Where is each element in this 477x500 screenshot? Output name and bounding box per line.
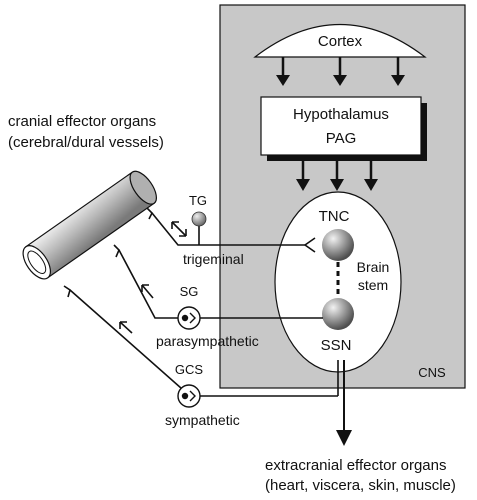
cranial-organs-title-line2: (cerebral/dural vessels): [8, 134, 164, 151]
extracranial-title-line1: extracranial effector organs: [265, 457, 447, 474]
ssn-label: SSN: [321, 337, 352, 354]
hypothalamus-box: [260, 96, 422, 156]
brain-stem-label-line1: Brain: [357, 259, 390, 275]
sg-dot: [181, 314, 189, 322]
sg-label: SG: [180, 284, 199, 299]
extracranial-arrow: [336, 360, 352, 446]
sg-ganglion: [177, 306, 201, 330]
gcs-ganglion: [177, 384, 201, 408]
gcs-dot: [181, 392, 189, 400]
cortex-label: Cortex: [318, 33, 363, 50]
gcs-synapse: [189, 390, 196, 402]
hypothalamus-arrows: [296, 161, 378, 191]
cortex-dome: [253, 24, 427, 58]
tg-node: [191, 211, 207, 227]
parasympathetic-label: parasympathetic: [156, 333, 259, 349]
trigeminal-label: trigeminal: [183, 251, 244, 267]
cns-label: CNS: [418, 365, 446, 380]
extracranial-title-line2: (heart, viscera, skin, muscle): [265, 477, 456, 494]
sympathetic-label: sympathetic: [165, 412, 240, 428]
hypothalamus-label: Hypothalamus: [293, 106, 389, 123]
ssn-node: [322, 298, 354, 330]
pag-label: PAG: [326, 130, 357, 147]
gcs-label: GCS: [175, 362, 204, 377]
tg-label: TG: [189, 193, 207, 208]
vessel-tube: [22, 170, 158, 280]
brain-stem-label-line2: stem: [358, 277, 388, 293]
tnc-label: TNC: [319, 208, 350, 225]
parasympathetic-pathway: [113, 244, 323, 319]
cranial-organs-title-line1: cranial effector organs: [8, 113, 156, 130]
sg-synapse: [189, 312, 196, 324]
trigeminal-pathway: [146, 207, 316, 253]
tnc-node: [322, 229, 354, 261]
cortex-arrows: [276, 57, 405, 86]
